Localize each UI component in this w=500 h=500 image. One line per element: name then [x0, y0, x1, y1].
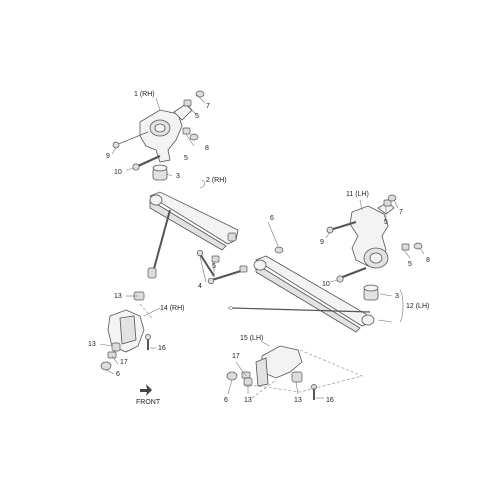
nut-5-lh-lower	[401, 243, 410, 251]
label-3-lh: 3	[395, 293, 399, 300]
label-5-lh-lower: 5	[408, 261, 412, 268]
label-10-rh: 10	[114, 169, 122, 176]
washer-6-rh	[100, 361, 112, 371]
stabilizer-link-rh	[147, 209, 171, 279]
bushing-13-lh-b	[291, 371, 303, 383]
axle-rod	[227, 305, 371, 313]
nut-5-lh-upper	[383, 199, 392, 207]
label-leaf-spring-lh: 12 (LH)	[406, 303, 429, 310]
label-17-rh: 17	[120, 359, 128, 366]
bolt-10-rh	[132, 154, 161, 171]
label-bracket-rh: 14 (RH)	[160, 305, 185, 312]
bolt-16-lh	[311, 384, 317, 400]
knuckle-lh	[349, 201, 395, 269]
label-5-lh-upper: 5	[384, 219, 388, 226]
bolt-16-rh	[145, 334, 151, 350]
label-7-lh: 7	[399, 209, 403, 216]
label-13-rh-top: 13	[114, 293, 122, 300]
label-16-rh: 16	[158, 345, 166, 352]
washer-8-rh	[189, 133, 199, 141]
label-3-rh: 3	[176, 173, 180, 180]
washer-7-rh	[195, 90, 205, 98]
front-arrow-icon	[140, 384, 152, 396]
label-9-rh: 9	[106, 153, 110, 160]
label-5-rh-upper: 5	[195, 113, 199, 120]
bushing-3-rh	[152, 164, 168, 181]
label-knuckle-rh: 1 (RH)	[134, 91, 155, 98]
bracket-lh	[255, 345, 303, 387]
label-knuckle-lh: 11 (LH)	[346, 191, 369, 198]
knuckle-rh	[139, 103, 193, 163]
label-8-rh: 8	[205, 145, 209, 152]
label-16-lh: 16	[326, 397, 334, 404]
label-17-lh: 17	[232, 353, 240, 360]
label-leaf-spring-rh: 2 (RH)	[206, 177, 227, 184]
label-5-center: 5	[212, 263, 216, 270]
nut-5-rh-lower	[182, 127, 191, 135]
bolt-10-lh	[336, 266, 367, 283]
label-13-rh: 13	[88, 341, 96, 348]
washer-8-lh	[413, 242, 423, 250]
leaf-spring-rh	[149, 191, 239, 251]
washer-7-lh	[387, 194, 397, 202]
label-13-lh-a: 13	[244, 397, 252, 404]
label-8-lh: 8	[426, 257, 430, 264]
bolt-4-a	[196, 249, 215, 277]
label-6-rh: 6	[116, 371, 120, 378]
nut-5-rh-upper	[183, 99, 192, 107]
nut-5-center	[211, 255, 248, 273]
label-bracket-lh: 15 (LH)	[240, 335, 263, 342]
label-7-rh: 7	[206, 103, 210, 110]
nut-17-rh	[107, 351, 117, 359]
label-10-lh: 10	[322, 281, 330, 288]
bushing-13-rh	[111, 342, 121, 352]
label-4: 4	[198, 283, 202, 290]
label-13-lh-b: 13	[294, 397, 302, 404]
leaf-spring-lh	[253, 255, 375, 333]
bracket-rh	[107, 291, 145, 353]
label-6-center: 6	[270, 215, 274, 222]
bolt-9-lh	[326, 220, 357, 234]
label-6-lh: 6	[224, 397, 228, 404]
label-front: FRONT	[136, 399, 161, 406]
bolt-4-b	[207, 269, 245, 285]
washer-6-lh	[226, 371, 238, 381]
nut-17-lh	[241, 371, 251, 379]
label-9-lh: 9	[320, 239, 324, 246]
washer-6-center	[274, 246, 284, 254]
label-5-rh-lower: 5	[184, 155, 188, 162]
bushing-3-lh	[363, 284, 379, 301]
